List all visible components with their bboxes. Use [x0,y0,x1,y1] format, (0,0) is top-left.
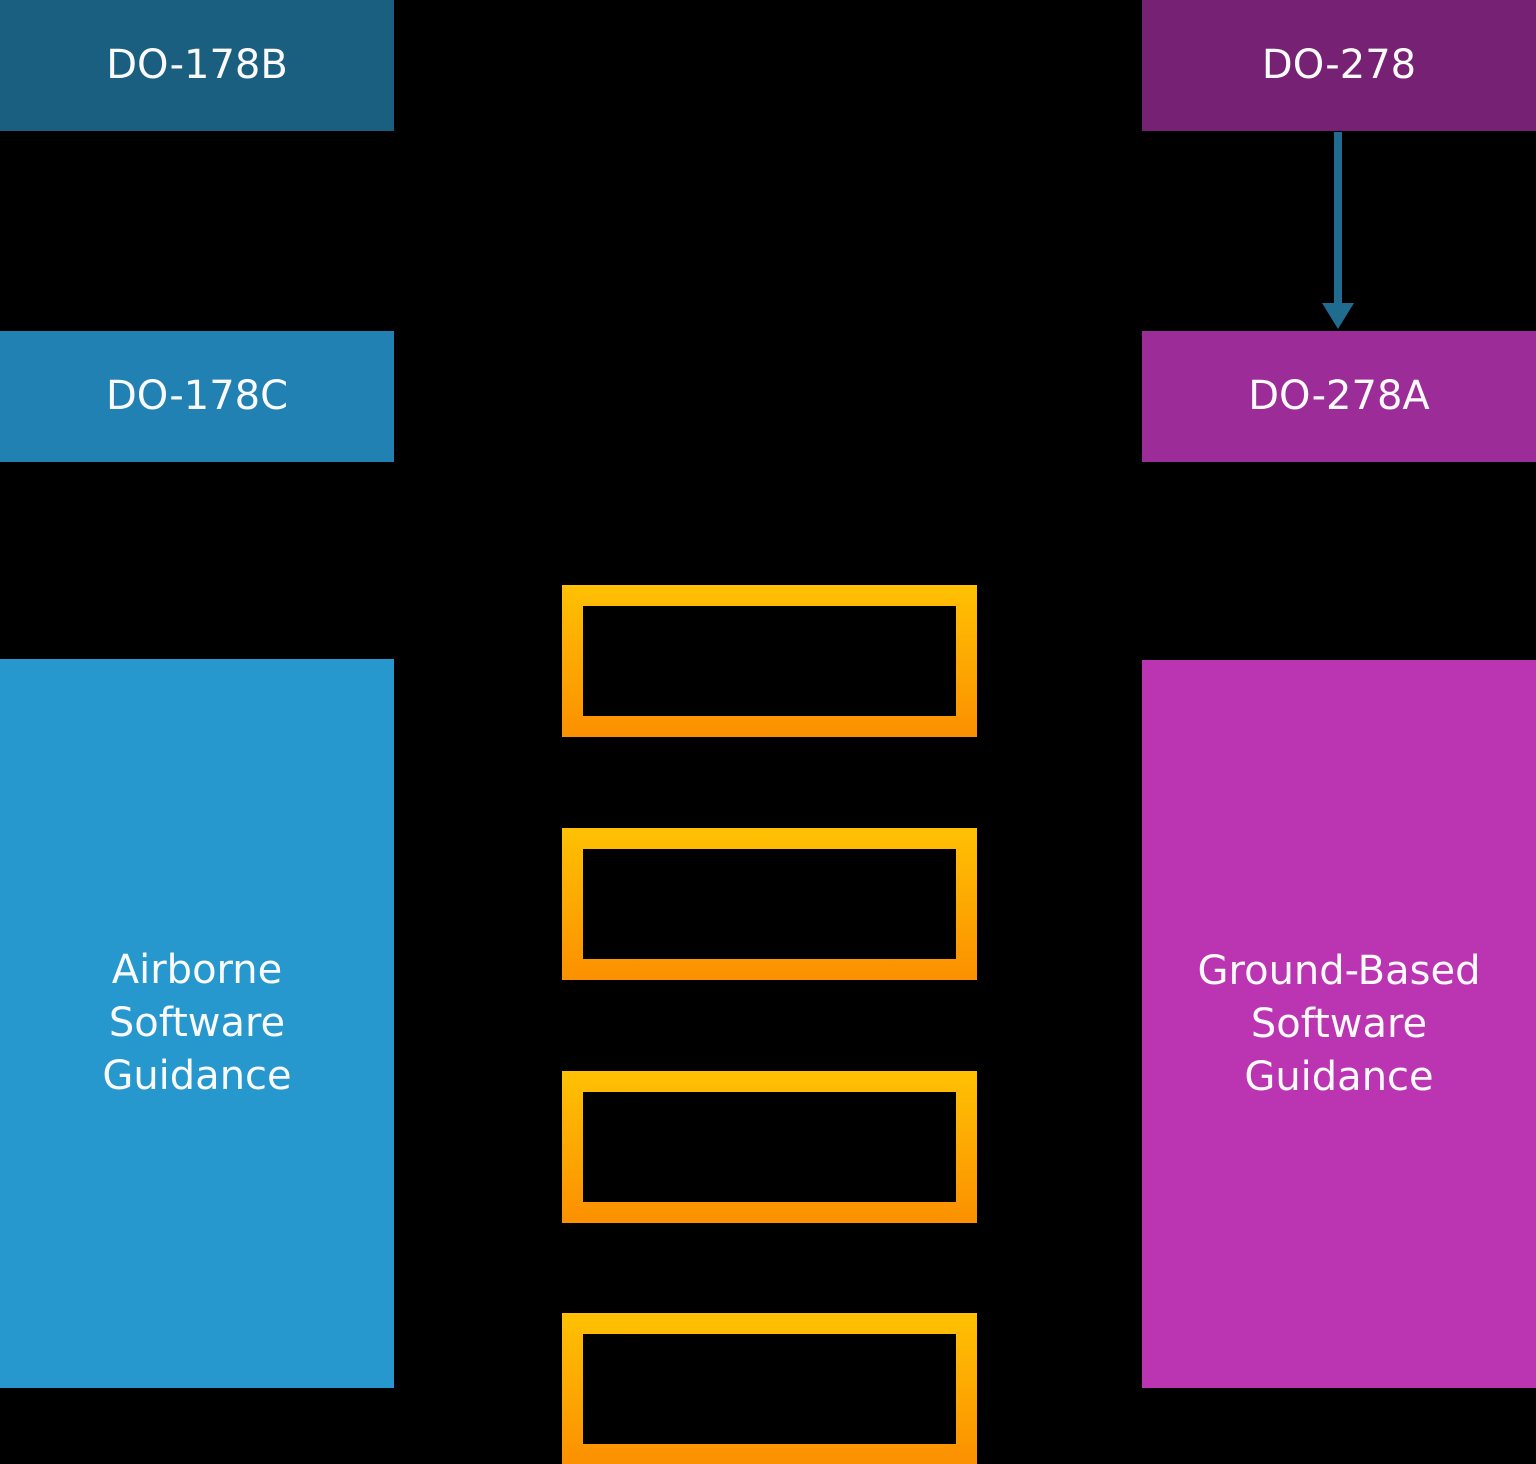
supplement-outline-box-1-interior [583,606,956,716]
ground-based-software-guidance-line-2: Software [1250,1000,1428,1047]
down-arrow-icon [1322,303,1354,329]
supplement-outline-box-2-interior [583,849,956,959]
do-278-label: DO-278 [1261,42,1417,88]
ground-based-software-guidance-line-1: Ground-Based [1197,947,1481,994]
airborne-software-guidance-box: Airborne Software Guidance [0,659,394,1388]
supplement-outline-box-3 [562,1071,977,1223]
down-arrow-shaft [1334,132,1342,308]
supplement-outline-box-4 [562,1313,977,1464]
airborne-software-guidance-line-2: Software [108,1000,286,1046]
ground-based-software-guidance-box: Ground-Based Software Guidance [1142,660,1536,1388]
do-178b-label: DO-178B [106,42,288,88]
do-178c-label: DO-178C [105,373,289,419]
airborne-software-guidance-line-1: Airborne [111,947,283,993]
do-178c-box: DO-178C [0,331,394,462]
supplement-outline-box-3-interior [583,1092,956,1202]
do-278a-label: DO-278A [1248,373,1430,419]
do-278a-box: DO-278A [1142,331,1536,462]
ground-based-software-guidance-line-3: Guidance [1244,1053,1434,1100]
supplement-outline-box-1 [562,585,977,737]
airborne-software-guidance-line-3: Guidance [102,1053,292,1099]
supplement-outline-box-2 [562,828,977,980]
do-178b-box: DO-178B [0,0,394,131]
supplement-outline-box-4-interior [583,1334,956,1444]
do-278-box: DO-278 [1142,0,1536,131]
